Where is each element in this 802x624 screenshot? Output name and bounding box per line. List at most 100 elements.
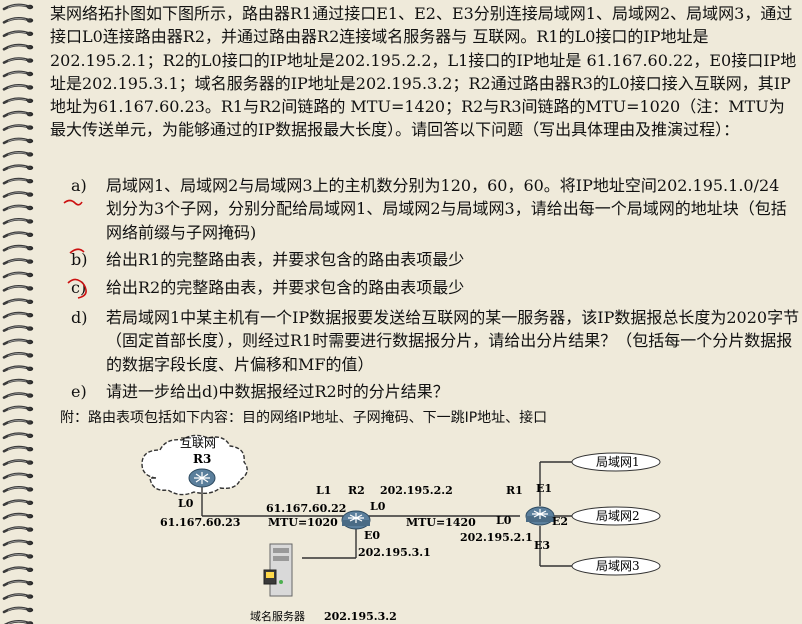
r2-l0-label: L0 [370, 500, 386, 513]
r2-l1-label: L1 [316, 484, 331, 497]
router-r2 [341, 510, 371, 530]
dns-label: 域名服务器 [250, 609, 305, 623]
r1-e1-label: E1 [536, 482, 552, 495]
spiral-ring [2, 204, 32, 212]
lan3-label: 局域网3 [596, 559, 640, 573]
spiral-ring-highlight [7, 152, 27, 156]
spiral-ring [2, 553, 32, 560]
spiral-ring-highlight [7, 393, 27, 397]
lan1-node [571, 452, 661, 472]
spiral-ring [2, 419, 32, 426]
spiral-ring-highlight [7, 286, 27, 290]
router-r1 [525, 506, 555, 526]
spiral-ring [2, 110, 32, 118]
spiral-ring [2, 258, 32, 265]
question-label: b) [71, 250, 88, 269]
question-text: 若局域网1中某主机有一个IP数据报要发送给互联网的某一服务器，该IP数据报总长度… [106, 308, 800, 374]
spiral-ring-highlight [7, 165, 27, 169]
spiral-ring [2, 164, 32, 172]
spiral-ring [2, 30, 32, 38]
mtu-r2-r1: MTU=1420 [406, 516, 476, 529]
spiral-ring-highlight [7, 205, 27, 209]
spiral-ring [2, 526, 32, 533]
spiral-ring-highlight [7, 259, 27, 263]
spiral-ring [2, 338, 32, 346]
question-label: d) [71, 308, 88, 327]
spiral-ring-highlight [7, 111, 27, 116]
spiral-ring-highlight [7, 446, 27, 451]
spiral-ring-highlight [7, 420, 27, 424]
spiral-ring [2, 70, 32, 78]
spiral-ring-highlight [7, 326, 27, 330]
spiral-ring-highlight [7, 178, 27, 183]
spiral-ring-highlight [7, 44, 27, 49]
spiral-ring-highlight [7, 487, 27, 491]
spiral-ring-highlight [7, 272, 27, 276]
spiral-ring-highlight [7, 58, 27, 62]
spiral-ring [2, 124, 32, 131]
spiral-ring-highlight [7, 125, 27, 129]
r3-l0-label: L0 [178, 497, 194, 510]
spiral-ring [2, 512, 32, 520]
spiral-ring-highlight [7, 500, 27, 504]
dns-ip: 202.195.3.2 [324, 610, 397, 623]
spiral-ring-highlight [7, 433, 27, 437]
spiral-ring [2, 244, 32, 252]
question-text: 给出R1的完整路由表，并要求包含的路由表项最少 [106, 250, 465, 269]
problem-intro: 某网络拓扑图如下图所示，路由器R1通过接口E1、E2、E3分别连接局域网1、局域… [50, 4, 797, 140]
spiral-ring-highlight [7, 379, 27, 384]
spiral-ring-highlight [7, 527, 27, 531]
lan2-label: 局域网2 [596, 509, 640, 523]
spiral-ring-highlight [7, 540, 27, 544]
spiral-ring-highlight [7, 353, 27, 357]
r2-e0-ip: 202.195.3.1 [358, 546, 431, 559]
spiral-ring [2, 43, 32, 51]
spiral-ring-highlight [7, 4, 27, 8]
spiral-ring [2, 57, 32, 64]
router-r3 [188, 468, 216, 488]
spiral-ring [2, 378, 32, 386]
spiral-ring [2, 325, 32, 332]
spiral-ring-highlight [7, 245, 27, 250]
spiral-ring [2, 432, 32, 440]
spiral-ring [2, 17, 32, 24]
notebook-spiral [2, 3, 34, 624]
r1-e3-label: E3 [534, 539, 550, 552]
spiral-ring [2, 445, 32, 453]
spiral-ring-highlight [7, 594, 27, 598]
spiral-ring [2, 606, 32, 614]
spiral-ring [2, 177, 32, 185]
spiral-ring [2, 486, 32, 493]
r2-l0-ip: 202.195.2.2 [380, 484, 453, 497]
spiral-ring [2, 405, 32, 413]
spiral-ring [2, 392, 32, 399]
spiral-ring [2, 97, 32, 105]
spiral-ring-highlight [7, 71, 27, 75]
spiral-ring [2, 84, 32, 91]
spiral-ring [2, 499, 32, 507]
spiral-ring [2, 352, 32, 359]
lan2-node [571, 506, 661, 526]
spiral-ring [2, 365, 32, 373]
spiral-ring-highlight [7, 18, 27, 22]
spiral-ring [2, 298, 32, 306]
spiral-ring-highlight [7, 366, 27, 370]
spiral-ring-highlight [7, 299, 27, 303]
spiral-ring-highlight [7, 460, 27, 464]
r1-l0-label: L0 [496, 514, 512, 527]
r2-l1-ip: 61.167.60.22 [266, 502, 346, 515]
spiral-ring-highlight [7, 567, 27, 571]
spiral-ring [2, 579, 32, 587]
spiral-ring-highlight [7, 192, 27, 196]
spiral-ring [2, 566, 32, 574]
question-c: c) 给出R2的完整路由表，并要求包含的路由表项最少 [48, 276, 800, 300]
r2-e0-label: E0 [364, 529, 380, 542]
page-content: 某网络拓扑图如下图所示，路由器R1通过接口E1、E2、E3分别连接局域网1、局域… [48, 0, 800, 624]
question-label: a) [71, 176, 87, 195]
spiral-ring [2, 311, 32, 319]
spiral-ring-highlight [7, 312, 27, 317]
question-label: c) [71, 278, 87, 297]
spiral-ring-highlight [7, 31, 27, 35]
spiral-ring [2, 151, 32, 158]
spiral-ring-highlight [7, 607, 27, 611]
